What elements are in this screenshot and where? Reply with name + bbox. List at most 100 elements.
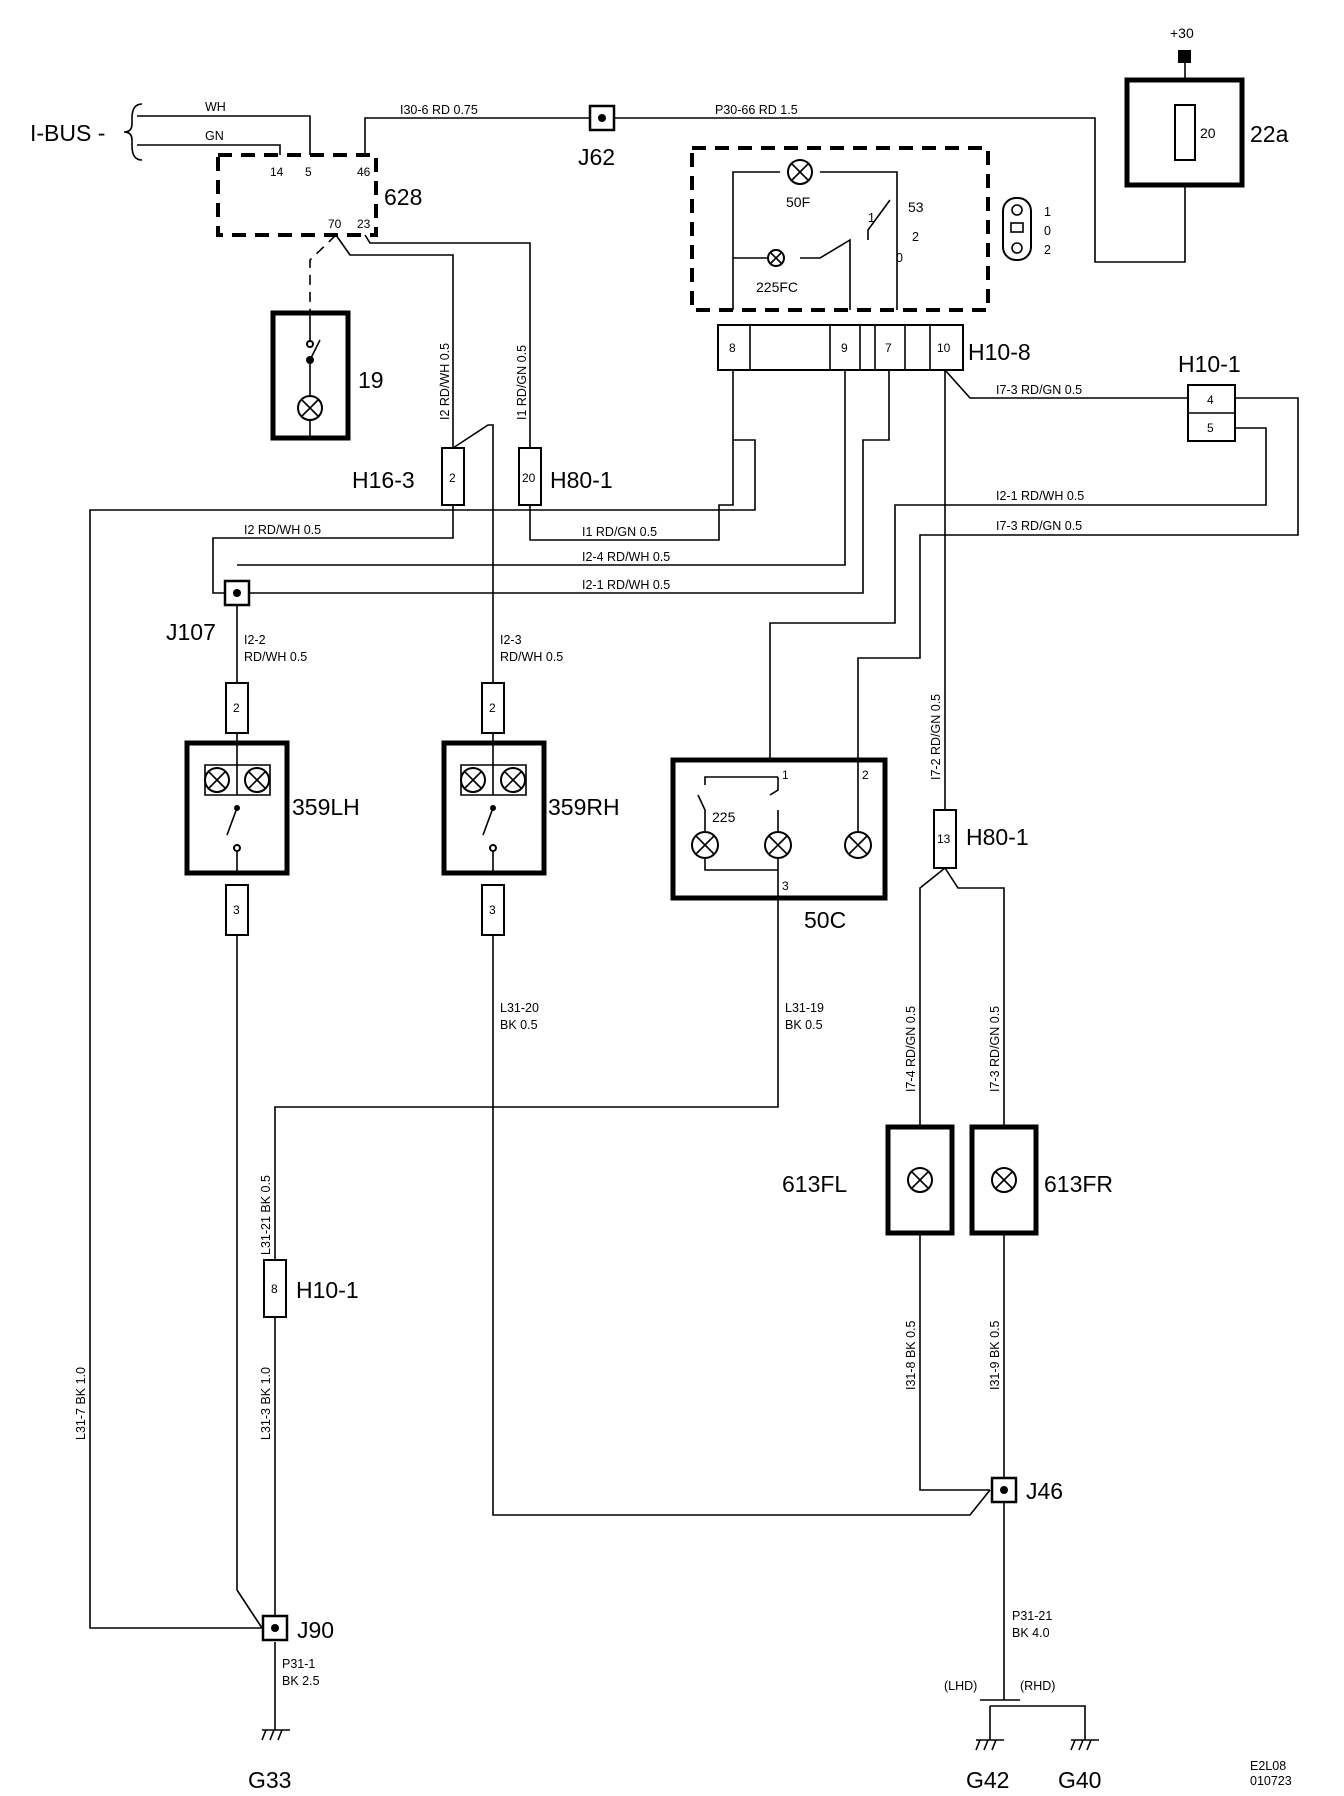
connector-h80-1-top <box>518 447 542 506</box>
label-h80-1-top: H80-1 <box>550 467 613 493</box>
pin-h16-3-2: 2 <box>449 471 456 485</box>
pin-359LH-2: 2 <box>233 701 240 715</box>
wire-i2-628 <box>335 234 454 448</box>
wire-label-i2-3-b: RD/WH 0.5 <box>500 650 563 664</box>
wire-628-19 <box>309 234 337 313</box>
wire-label-l31-20-a: L31-20 <box>500 1001 539 1015</box>
wire-label-i1-628: I1 RD/GN 0.5 <box>515 345 529 420</box>
label-g42: G42 <box>966 1767 1009 1793</box>
pin-50C-3: 3 <box>782 879 789 893</box>
module-628 <box>216 153 378 237</box>
pin-359RH-2: 2 <box>489 701 496 715</box>
wire-i2-3 <box>452 424 494 683</box>
wire-label-wh: WH <box>205 100 226 114</box>
connector-h10-1-bot <box>263 1259 287 1318</box>
wire-i7-4 <box>919 867 946 1127</box>
wire-label-i2-4: I2-4 RD/WH 0.5 <box>582 550 670 564</box>
label-code2: 010723 <box>1250 1774 1292 1788</box>
pin-359LH-3: 3 <box>233 903 240 917</box>
pin-5: 5 <box>305 165 312 179</box>
wire-label-p31-1-a: P31-1 <box>282 1657 315 1671</box>
label-plus30: +30 <box>1170 25 1194 41</box>
label-j62: J62 <box>578 144 615 170</box>
lamp-359RH-icon <box>460 733 527 873</box>
wire-label-i1-h: I1 RD/GN 0.5 <box>582 525 657 539</box>
lamp-613FL-icon <box>907 1167 933 1193</box>
label-rhd: (RHD) <box>1020 1679 1055 1693</box>
wire-label-i7-4: I7-4 RD/GN 0.5 <box>904 1006 918 1092</box>
pin-h10-8-10: 10 <box>937 341 951 355</box>
wire-label-i2-h: I2 RD/WH 0.5 <box>244 523 321 537</box>
wire-label-i7-3-b: I7-3 RD/GN 0.5 <box>996 519 1082 533</box>
pin-h10-8-7: 7 <box>885 341 892 355</box>
label-h80-1-mid: H80-1 <box>966 824 1029 850</box>
wire-label-i7-2: I7-2 RD/GN 0.5 <box>929 694 943 780</box>
label-613FL: 613FL <box>782 1171 847 1197</box>
wire-i7-3-b <box>857 397 1299 760</box>
label-sw53-0: 0 <box>896 251 903 265</box>
pin-h10-1-5: 5 <box>1207 421 1214 435</box>
pin-h80-1-20: 20 <box>522 471 536 485</box>
ground-split <box>980 1699 1086 1740</box>
wire-i2-1-a <box>769 427 1267 760</box>
label-fuse20: 20 <box>1200 125 1216 141</box>
wire-50F-internal <box>732 171 898 310</box>
lamp-225FC-icon <box>767 249 785 267</box>
ground-g40-icon <box>1070 1739 1099 1751</box>
label-h10-8: H10-8 <box>968 339 1031 365</box>
wire-label-i2-1-b: I2-1 RD/WH 0.5 <box>582 578 670 592</box>
wire-label-i31-9: I31-9 BK 0.5 <box>988 1320 1002 1390</box>
connector-359LH-3 <box>225 884 249 936</box>
fuse-20 <box>1174 104 1196 161</box>
wire-i2-1-b <box>237 370 890 594</box>
pin-70: 70 <box>328 217 342 231</box>
terminal-plus30 <box>1178 50 1191 63</box>
label-50C: 50C <box>804 907 846 933</box>
wire-label-i2-1-a: I2-1 RD/WH 0.5 <box>996 489 1084 503</box>
ibus-bracket <box>123 103 143 161</box>
wire-label-l31-3: L31-3 BK 1.0 <box>259 1367 273 1440</box>
label-h16-3: H16-3 <box>352 467 415 493</box>
label-sw53-2: 2 <box>912 230 919 244</box>
wire-i30-6 <box>364 117 590 155</box>
connector-359RH-3 <box>481 884 505 936</box>
lamp-50F-icon <box>787 159 813 185</box>
label-ibus: I-BUS - <box>30 120 105 146</box>
label-sw53-1: 1 <box>868 211 875 225</box>
label-359LH: 359LH <box>292 794 360 820</box>
label-53: 53 <box>908 199 924 215</box>
ground-g33-icon <box>261 1729 290 1741</box>
wire-label-i2-3-a: I2-3 <box>500 633 522 647</box>
wire-label-i30-6: I30-6 RD 0.75 <box>400 103 478 117</box>
wire-label-i2-2-b: RD/WH 0.5 <box>244 650 307 664</box>
wire-label-l31-7: L31-7 BK 1.0 <box>74 1367 88 1440</box>
wire-l31-20 <box>492 935 991 1516</box>
pin-h80-1-13: 13 <box>937 832 951 846</box>
switch-50C-internals <box>691 760 872 898</box>
label-359RH: 359RH <box>548 794 620 820</box>
wire-label-l31-20-b: BK 0.5 <box>500 1018 538 1032</box>
label-j90: J90 <box>297 1617 334 1643</box>
label-613FR: 613FR <box>1044 1171 1113 1197</box>
pin-14: 14 <box>270 165 284 179</box>
lamp-613FR-icon <box>991 1167 1017 1193</box>
wire-gn <box>137 144 281 155</box>
pin-23: 23 <box>357 217 371 231</box>
wire-label-i7-3-c: I7-3 RD/GN 0.5 <box>988 1006 1002 1092</box>
wire-i2-4 <box>237 370 846 566</box>
wire-i2-h <box>212 505 454 594</box>
label-225: 225 <box>712 809 736 825</box>
wire-i1-628 <box>364 234 531 448</box>
label-h10-1-top: H10-1 <box>1178 351 1241 377</box>
ground-g42-icon <box>975 1739 1004 1751</box>
wire-i7-3-top <box>944 369 1188 399</box>
wire-label-l31-19-b: BK 0.5 <box>785 1018 823 1032</box>
label-lhd: (LHD) <box>944 1679 977 1693</box>
connector-h10-8 <box>717 324 964 371</box>
connector-h80-1-mid <box>933 809 957 869</box>
pin-h10-8-9: 9 <box>841 341 848 355</box>
wire-label-i2-2-a: I2-2 <box>244 633 266 647</box>
wire-label-i7-3-top: I7-3 RD/GN 0.5 <box>996 383 1082 397</box>
wire-l31-3-a <box>236 935 263 1629</box>
